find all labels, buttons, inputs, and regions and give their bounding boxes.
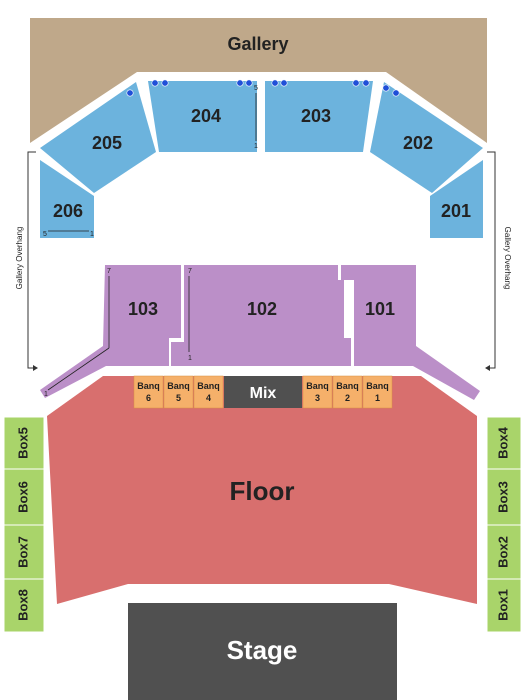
box-5[interactable]: Box5 xyxy=(3,416,45,470)
banquette-4[interactable]: Banq 4 xyxy=(193,375,224,409)
box-3[interactable]: Box3 xyxy=(486,468,522,526)
banquette-4-word: Banq xyxy=(197,381,220,391)
section-204[interactable]: 204 xyxy=(148,81,257,152)
accessible-icon xyxy=(382,84,390,92)
gallery-section[interactable]: Gallery xyxy=(30,18,487,143)
section-205[interactable]: 205 xyxy=(40,82,156,193)
section-201-label: 201 xyxy=(441,201,471,221)
section-103[interactable]: 103 xyxy=(40,265,181,398)
box-4[interactable]: Box4 xyxy=(486,416,522,470)
section-201[interactable]: 201 xyxy=(430,160,483,238)
accessible-icon xyxy=(271,79,279,87)
gallery-label: Gallery xyxy=(227,34,288,54)
section-101-label: 101 xyxy=(365,299,395,319)
box-3-label: Box3 xyxy=(495,481,510,513)
row-marker-102-bottom: 1 xyxy=(188,355,192,362)
banquette-3[interactable]: Banq 3 xyxy=(302,375,333,409)
section-202-label: 202 xyxy=(403,133,433,153)
accessible-icons xyxy=(126,79,400,97)
section-205-label: 205 xyxy=(92,133,122,153)
banquette-3-number: 3 xyxy=(315,393,320,403)
box-8-label: Box8 xyxy=(15,589,30,621)
row-marker-103-top: 7 xyxy=(107,268,111,275)
accessible-icon xyxy=(126,89,134,97)
banquette-2[interactable]: Banq 2 xyxy=(332,375,363,409)
accessible-icon xyxy=(245,79,253,87)
banquette-1[interactable]: Banq 1 xyxy=(362,375,393,409)
section-203[interactable]: 203 xyxy=(265,81,373,152)
section-203-label: 203 xyxy=(301,106,331,126)
row-marker-204-top: 5 xyxy=(254,85,258,92)
banquette-5[interactable]: Banq 5 xyxy=(163,375,194,409)
banquette-6-number: 6 xyxy=(146,393,151,403)
section-102-label: 102 xyxy=(247,299,277,319)
box-4-label: Box4 xyxy=(495,426,510,459)
box-6[interactable]: Box6 xyxy=(3,468,45,526)
section-204-label: 204 xyxy=(191,106,221,126)
banquette-4-number: 4 xyxy=(206,393,211,403)
row-line-103-diagonal xyxy=(47,347,110,391)
section-102[interactable]: 102 xyxy=(171,265,351,366)
accessible-icon xyxy=(151,79,159,87)
accessible-icon xyxy=(161,79,169,87)
box-5-label: Box5 xyxy=(15,427,30,459)
row-marker-102-top: 7 xyxy=(188,268,192,275)
gallery-overhang-left: Gallery Overhang xyxy=(15,151,38,371)
row-marker-103-bottom: 1 xyxy=(44,391,48,398)
section-206-label: 206 xyxy=(53,201,83,221)
gallery-overhang-right-label: Gallery Overhang xyxy=(503,227,512,290)
mix-label: Mix xyxy=(250,385,277,402)
box-2-label: Box2 xyxy=(495,536,510,568)
box-1-label: Box1 xyxy=(495,589,510,621)
banquette-1-number: 1 xyxy=(375,393,380,403)
accessible-icon xyxy=(352,79,360,87)
accessible-icon xyxy=(392,89,400,97)
box-8[interactable]: Box8 xyxy=(3,578,45,633)
row-marker-204-bottom: 1 xyxy=(254,143,258,150)
section-202[interactable]: 202 xyxy=(370,82,483,193)
row-marker-206-left: 5 xyxy=(43,231,47,238)
banquette-6[interactable]: Banq 6 xyxy=(133,375,164,409)
banquette-2-number: 2 xyxy=(345,393,350,403)
box-7-label: Box7 xyxy=(15,536,30,568)
section-103-label: 103 xyxy=(128,299,158,319)
banquette-3-word: Banq xyxy=(306,381,329,391)
banquette-2-word: Banq xyxy=(336,381,359,391)
banquette-6-word: Banq xyxy=(137,381,160,391)
mix-position: Mix xyxy=(224,376,302,408)
row-marker-206-right: 1 xyxy=(90,231,94,238)
gallery-overhang-left-label: Gallery Overhang xyxy=(15,227,24,290)
box-7[interactable]: Box7 xyxy=(3,524,45,580)
stage: Stage xyxy=(128,603,397,700)
accessible-icon xyxy=(362,79,370,87)
banquette-1-word: Banq xyxy=(366,381,389,391)
gallery-overhang-right: Gallery Overhang xyxy=(485,151,512,371)
banquette-5-number: 5 xyxy=(176,393,181,403)
section-206[interactable]: 206 xyxy=(40,160,94,238)
floor-section[interactable]: Floor xyxy=(47,376,477,604)
accessible-icon xyxy=(280,79,288,87)
box-1[interactable]: Box1 xyxy=(486,578,522,633)
box-6-label: Box6 xyxy=(15,481,30,513)
accessible-icon xyxy=(236,79,244,87)
box-2[interactable]: Box2 xyxy=(486,524,522,580)
section-101[interactable]: 101 xyxy=(341,265,480,400)
floor-label: Floor xyxy=(230,476,295,506)
banquette-5-word: Banq xyxy=(167,381,190,391)
stage-label: Stage xyxy=(227,635,298,665)
